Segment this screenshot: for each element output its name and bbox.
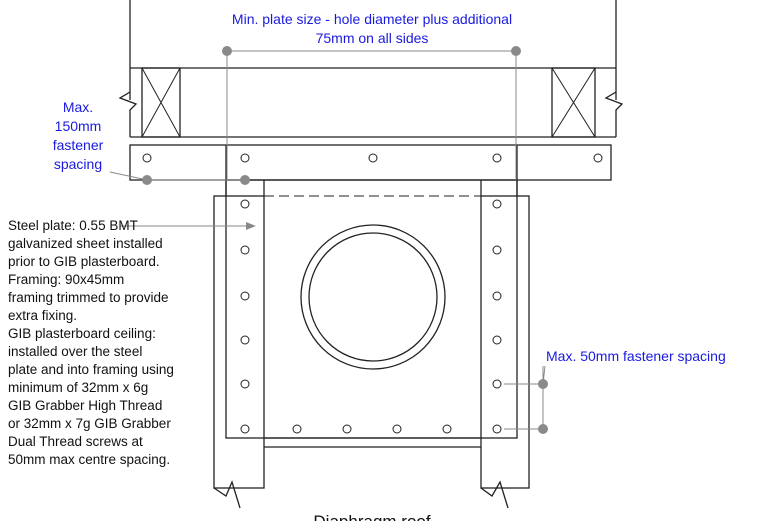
note-line: framing trimmed to provide xyxy=(8,290,169,305)
left-trimmer-framing xyxy=(213,195,265,489)
right-break-mark xyxy=(604,91,624,137)
right-trimmer-framing xyxy=(480,195,530,489)
note-line: or 32mm x 7g GIB Grabber xyxy=(8,416,171,431)
ceiling-framing-band xyxy=(129,144,612,181)
note-line: Steel plate: 0.55 BMT xyxy=(8,218,138,233)
steel-plate xyxy=(225,179,518,439)
max150-label-line3: fastener xyxy=(53,137,104,153)
note-line: extra fixing. xyxy=(8,308,77,323)
max50-label: Max. 50mm fastener spacing xyxy=(546,348,726,364)
note-line: plate and into framing using xyxy=(8,362,174,377)
left-joist-box xyxy=(141,67,181,138)
note-line: minimum of 32mm x 6g xyxy=(8,380,148,395)
note-line: Dual Thread screws at xyxy=(8,434,143,449)
bottom-left-break xyxy=(213,480,241,509)
note-line: Framing: 90x45mm xyxy=(8,272,124,287)
min-plate-label-line1: Min. plate size - hole diameter plus add… xyxy=(232,11,512,27)
fastener-holes xyxy=(142,153,603,434)
max150-label-line2: 150mm xyxy=(55,118,102,134)
note-line: installed over the steel xyxy=(8,344,142,359)
penetration-inner xyxy=(308,232,438,362)
opening-dashed xyxy=(263,195,482,439)
right-joist-box xyxy=(551,67,596,138)
bottom-right-break xyxy=(480,480,509,509)
note-line: galvanized sheet installed xyxy=(8,236,163,251)
max150-label-line4: spacing xyxy=(54,156,102,172)
leader-arrowhead xyxy=(246,222,256,230)
note-line: 50mm max centre spacing. xyxy=(8,452,170,467)
note-line: prior to GIB plasterboard. xyxy=(8,254,160,269)
min-plate-label-line2: 75mm on all sides xyxy=(316,30,429,46)
construction-notes: Steel plate: 0.55 BMT galvanized sheet i… xyxy=(8,218,174,467)
diagram-title: Diaphragm roof xyxy=(313,512,430,521)
max150-label-line1: Max. xyxy=(63,99,93,115)
note-line: GIB Grabber High Thread xyxy=(8,398,162,413)
penetration-outer xyxy=(300,224,446,370)
note-line: GIB plasterboard ceiling: xyxy=(8,326,156,341)
left-break-mark xyxy=(118,91,138,137)
